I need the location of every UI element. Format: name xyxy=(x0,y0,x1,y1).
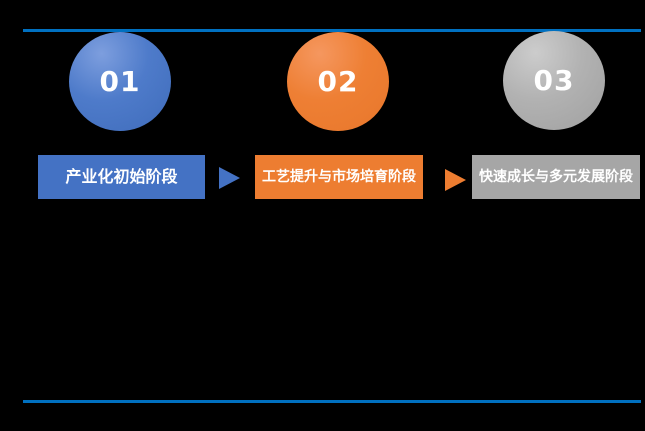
top-divider-line xyxy=(23,29,641,32)
stage-3-circle: 03 xyxy=(503,31,605,130)
bottom-divider-line xyxy=(23,400,641,403)
stage-2-circle: 02 xyxy=(287,32,389,131)
arrow-right-icon-1 xyxy=(219,167,240,189)
stage-2-number: 02 xyxy=(317,65,359,98)
stage-1-number: 01 xyxy=(99,65,141,98)
stage-3-label: 快速成长与多元发展阶段 xyxy=(479,169,633,185)
stage-3-number: 03 xyxy=(533,64,575,97)
stage-1-circle: 01 xyxy=(69,32,171,131)
stage-3-label-box: 快速成长与多元发展阶段 xyxy=(472,155,640,199)
stage-2-label-box: 工艺提升与市场培育阶段 xyxy=(255,155,423,199)
arrow-right-icon-2 xyxy=(445,169,466,191)
stage-2-label: 工艺提升与市场培育阶段 xyxy=(262,169,416,185)
stage-1-label-box: 产业化初始阶段 xyxy=(38,155,205,199)
stage-1-label: 产业化初始阶段 xyxy=(65,167,178,186)
